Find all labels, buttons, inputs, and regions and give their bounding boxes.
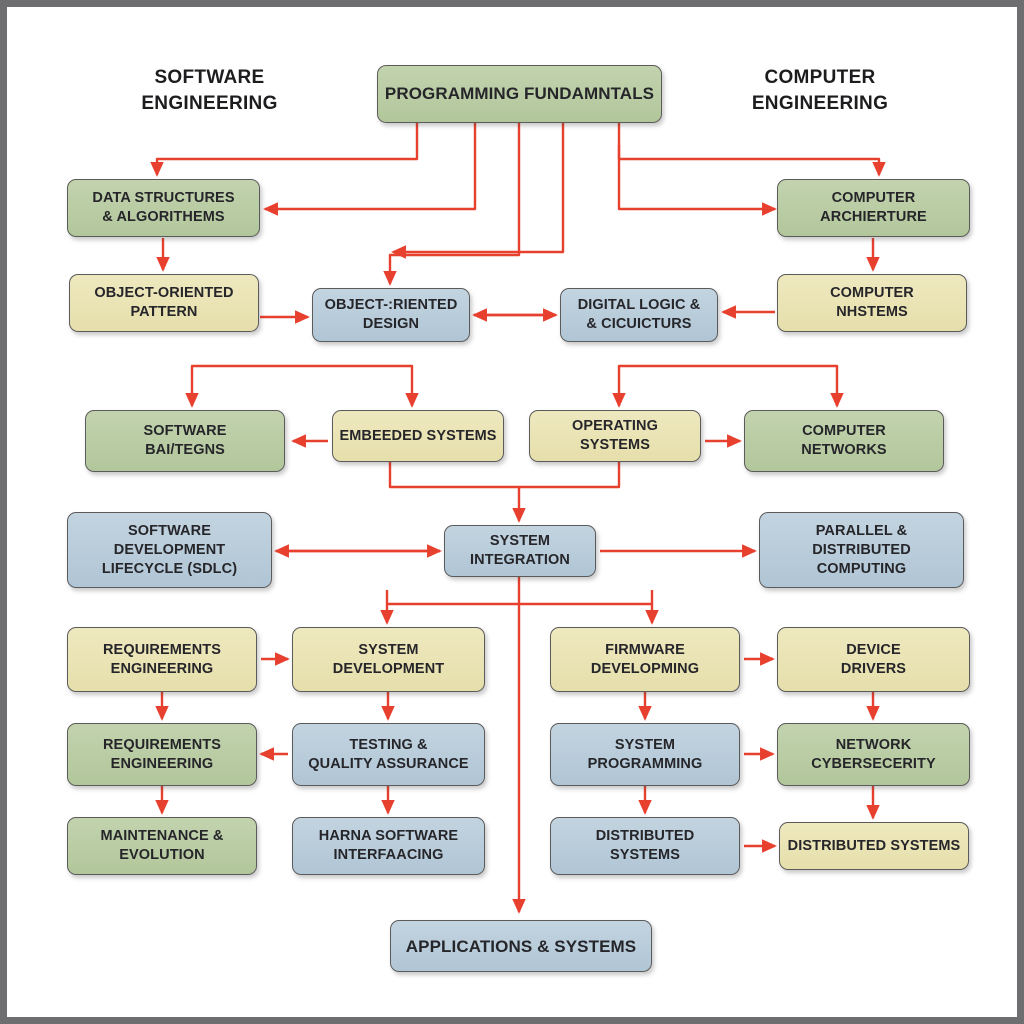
node-network-cybersecurity[interactable]: NETWORK CYBERSECERITY bbox=[777, 723, 970, 786]
node-object-oriented-design[interactable]: OBJECT-:RIENTED DESIGN bbox=[312, 288, 470, 342]
node-software-patterns[interactable]: SOFTWARE BAI/TEGNS bbox=[85, 410, 285, 472]
node-hardware-software-interfacing[interactable]: HARNA SOFTWARE INTERFAACING bbox=[292, 817, 485, 875]
diagram-canvas: SOFTWARE ENGINEERING COMPUTER ENGINEERIN… bbox=[7, 7, 1017, 1017]
node-computer-networks[interactable]: COMPUTER NETWORKS bbox=[744, 410, 944, 472]
node-firmware-developing[interactable]: FIRMWARE DEVELOPMING bbox=[550, 627, 740, 692]
node-applications-systems[interactable]: APPLICATIONS & SYSTEMS bbox=[390, 920, 652, 972]
node-system-integration[interactable]: SYSTEM INTEGRATION bbox=[444, 525, 596, 577]
node-system-development[interactable]: SYSTEM DEVELOPMENT bbox=[292, 627, 485, 692]
node-requirements-engineering-b[interactable]: REQUIREMENTS ENGINEERING bbox=[67, 723, 257, 786]
node-testing-qa[interactable]: TESTING & QUALITY ASSURANCE bbox=[292, 723, 485, 786]
node-parallel-distributed[interactable]: PARALLEL & DISTRIBUTED COMPUTING bbox=[759, 512, 964, 588]
section-title-computer-engineering: COMPUTER ENGINEERING bbox=[751, 67, 889, 114]
node-data-structures[interactable]: DATA STRUCTURES & ALGORITHEMS bbox=[67, 179, 260, 237]
node-computer-architecture[interactable]: COMPUTER ARCHIERTURE bbox=[777, 179, 970, 237]
node-operating-systems[interactable]: OPERATING SYSTEMS bbox=[529, 410, 701, 462]
node-maintenance-evolution[interactable]: MAINTENANCE & EVOLUTION bbox=[67, 817, 257, 875]
node-programming-fundamentals[interactable]: PROGRAMMING FUNDAMNTALS bbox=[377, 65, 662, 123]
node-system-programming[interactable]: SYSTEM PROGRAMMING bbox=[550, 723, 740, 786]
node-requirements-engineering-a[interactable]: REQUIREMENTS ENGINEERING bbox=[67, 627, 257, 692]
node-computer-systems[interactable]: COMPUTER NHSTEMS bbox=[777, 274, 967, 332]
section-title-software-engineering: SOFTWARE ENGINEERING bbox=[141, 67, 278, 114]
node-embedded-systems[interactable]: EMBEEDED SYSTEMS bbox=[332, 410, 504, 462]
node-digital-logic[interactable]: DIGITAL LOGIC & & CICUICTURS bbox=[560, 288, 718, 342]
node-sdlc[interactable]: SOFTWARE DEVELOPMENT LIFECYCLE (SDLC) bbox=[67, 512, 272, 588]
node-distributed-systems-yellow[interactable]: DISTRIBUTED SYSTEMS bbox=[779, 822, 969, 870]
node-device-drivers[interactable]: DEVICE DRIVERS bbox=[777, 627, 970, 692]
node-object-oriented-pattern[interactable]: OBJECT-ORIENTED PATTERN bbox=[69, 274, 259, 332]
node-distributed-systems-blue[interactable]: DISTRIBUTED SYSTEMS bbox=[550, 817, 740, 875]
